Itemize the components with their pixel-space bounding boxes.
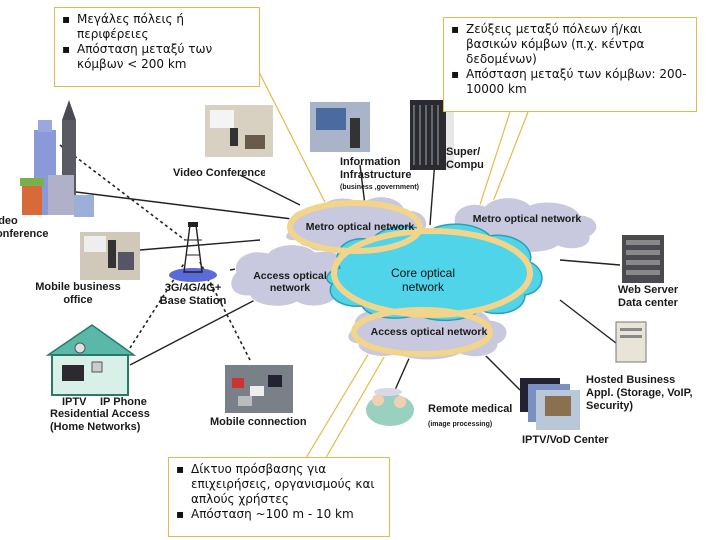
access-cloud-bottom-label: Access optical network	[370, 326, 488, 338]
callout-access-item-1: Δίκτυο πρόσβασης για επιχειρήσεις, οργαν…	[176, 462, 381, 507]
callout-access: Δίκτυο πρόσβασης για επιχειρήσεις, οργαν…	[168, 457, 390, 537]
mobile-office-photo-icon	[80, 232, 140, 280]
callout-access-item-2: Απόσταση ~100 m - 10 km	[176, 507, 381, 522]
information-infrastructure-photo-icon	[310, 102, 370, 152]
mobile-connection-label: Mobile connection	[210, 416, 307, 428]
ip-phone-label: IP Phone	[100, 396, 147, 408]
video-conference-left-label: Video Conference	[0, 215, 49, 240]
callout-core-item-2: Απόσταση μεταξύ των κόμβων: 200-10000 km	[451, 67, 688, 97]
iptv-vod-center-icon	[520, 378, 580, 430]
callout-pointers	[257, 69, 529, 469]
web-server-icon	[622, 235, 664, 283]
highlight-rings	[287, 200, 533, 357]
mobile-business-office-label: Mobile business office	[35, 281, 121, 306]
supercomputer-icon	[410, 100, 454, 170]
web-server-label: Web Server Data center	[617, 284, 679, 309]
access-cloud-left-label: Access optical network	[253, 270, 327, 294]
remote-medical-label: Remote medical	[428, 403, 513, 415]
callout-metro-item-2: Απόσταση μεταξύ των κόμβων < 200 km	[62, 42, 251, 72]
callout-metro-item-1: Μεγάλες πόλεις ή περιφέρειες	[62, 12, 251, 42]
callout-core-item-1: Ζεύξεις μεταξύ πόλεων ή/και βασικών κόμβ…	[451, 22, 688, 67]
remote-medical-sub-label: (image processing)	[428, 421, 493, 428]
video-conference-top-label: Video Conference	[173, 167, 265, 179]
metro-cloud-left-label: Metro optical network	[305, 221, 415, 233]
base-station-icon	[169, 222, 217, 282]
iptv-label: IPTV	[62, 396, 87, 408]
information-infrastructure-label: Information Infrastructure	[340, 156, 412, 181]
callout-core: Ζεύξεις μεταξύ πόλεων ή/και βασικών κόμβ…	[443, 17, 697, 112]
traffic-photo-icon	[225, 365, 293, 413]
residential-house-icon	[45, 324, 137, 396]
base-station-label: 3G/4G/4G+ Base Station	[159, 282, 227, 307]
office-buildings-icon	[20, 100, 94, 217]
remote-medical-icon	[366, 388, 414, 426]
video-conference-photo-icon	[205, 105, 273, 157]
supercomputer-label: Super/ Compu	[446, 146, 484, 171]
metro-cloud-right-label: Metro optical network	[472, 213, 582, 225]
core-cloud-label: Core optical network	[390, 266, 456, 294]
callout-metro: Μεγάλες πόλεις ή περιφέρειες Απόσταση με…	[54, 7, 260, 87]
information-infrastructure-sub-label: (business ,government)	[340, 184, 419, 191]
hosted-business-label: Hosted Business Appl. (Storage, VoIP, Se…	[586, 374, 693, 412]
iptv-vod-center-label: IPTV/VoD Center	[522, 434, 609, 446]
residential-access-label: Residential Access (Home Networks)	[50, 408, 150, 433]
hosted-server-icon	[615, 321, 647, 363]
